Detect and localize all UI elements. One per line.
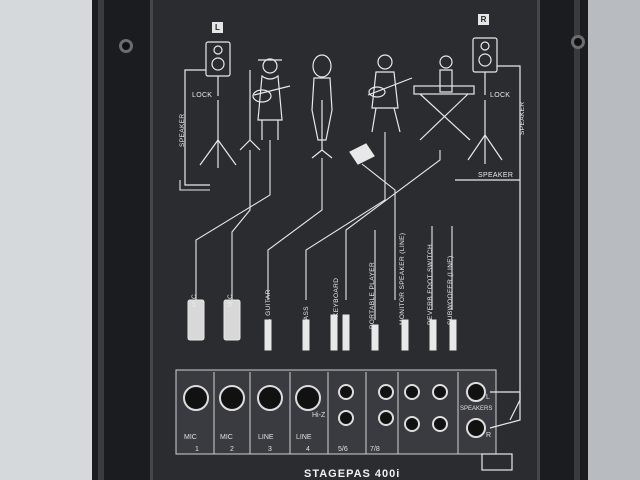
speakers-l-label: L bbox=[486, 394, 490, 401]
usb-port bbox=[481, 453, 513, 471]
channel-number-5-6: 5/6 bbox=[338, 446, 348, 453]
hi-z-label: Hi-Z bbox=[312, 412, 326, 419]
performer-singer-drawing bbox=[311, 54, 333, 159]
speakers-label: SPEAKERS bbox=[460, 406, 493, 412]
selector-label-ch4: LINE bbox=[296, 434, 312, 441]
input-strip bbox=[175, 369, 497, 455]
channel-number-2: 2 bbox=[230, 446, 234, 453]
selector-label-ch3: LINE bbox=[258, 434, 274, 441]
performer-guitar-drawing bbox=[239, 58, 291, 151]
xlr-plugs bbox=[187, 299, 241, 341]
model-name: STAGEPAS 400i bbox=[304, 468, 401, 480]
right-channel-badge: R bbox=[478, 14, 489, 25]
cable-lines bbox=[179, 132, 453, 320]
right-speaker-drawing bbox=[455, 37, 521, 421]
left-channel-badge: L bbox=[212, 22, 223, 33]
speakers-r-label: R bbox=[486, 432, 492, 439]
jack-plugs bbox=[264, 314, 457, 351]
input-label-a-guitar: A. GUITAR bbox=[265, 289, 272, 325]
channel-number-1: 1 bbox=[195, 446, 199, 453]
input-label-bass: BASS bbox=[303, 306, 310, 325]
right-lock-label: LOCK bbox=[490, 92, 511, 99]
input-label-portable-player: PORTABLE PLAYER bbox=[369, 261, 376, 329]
performer-bass-drawing bbox=[367, 54, 413, 133]
footswitch-drawing bbox=[349, 143, 375, 165]
input-label-subwoofer: SUBWOOFER (LINE) bbox=[447, 255, 454, 325]
performer-keyboard-drawing bbox=[413, 55, 475, 141]
speaker-cable-label: SPEAKER bbox=[478, 172, 514, 179]
right-speaker-label: SPEAKER bbox=[519, 101, 526, 135]
channel-number-7-8: 7/8 bbox=[370, 446, 380, 453]
input-label-mic-1: MIC bbox=[191, 293, 198, 307]
left-lock-label: LOCK bbox=[192, 92, 213, 99]
left-speaker-label: SPEAKER bbox=[179, 113, 186, 147]
left-speaker-drawing bbox=[184, 41, 237, 186]
connector-jacks bbox=[183, 382, 486, 438]
channel-number-4: 4 bbox=[306, 446, 310, 453]
input-label-mic-2: MIC bbox=[227, 293, 234, 307]
channel-number-3: 3 bbox=[268, 446, 272, 453]
input-label-keyboard: KEYBOARD bbox=[333, 277, 340, 317]
selector-label-ch1: MIC bbox=[184, 434, 197, 441]
input-label-monitor-speaker: MONITOR SPEAKER (LINE) bbox=[399, 232, 406, 325]
input-label-reverb-foot-switch: REVERB FOOT SWITCH bbox=[427, 243, 434, 325]
selector-label-ch2: MIC bbox=[220, 434, 233, 441]
